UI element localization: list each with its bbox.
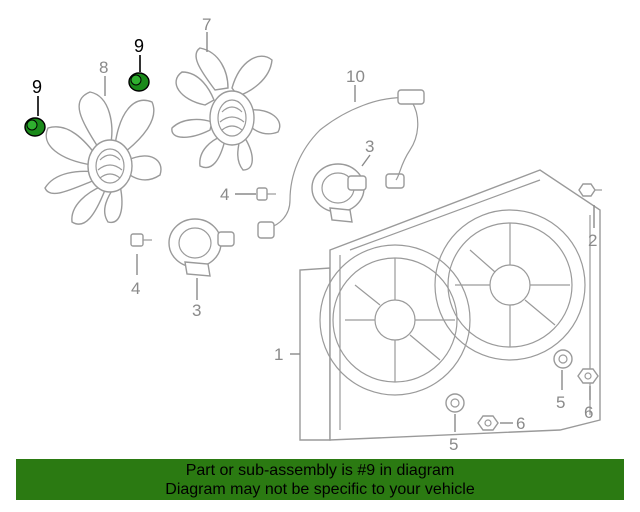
- banner-line-part: Part or sub-assembly is #9 in diagram: [185, 462, 455, 479]
- callout-2: 2: [588, 231, 597, 250]
- callout-3-lower: 3: [192, 301, 201, 320]
- fan-blade-7[interactable]: [171, 47, 281, 171]
- callout-4-upper: 4: [220, 185, 229, 204]
- callout-4-lower: 4: [131, 279, 140, 298]
- callout-9-top: 9: [134, 36, 144, 56]
- part-9-face-top: [130, 74, 142, 86]
- highlighted-part-9-left[interactable]: [24, 117, 46, 137]
- fan-motor-3-upper[interactable]: [311, 163, 405, 223]
- highlighted-part-9-top[interactable]: [128, 72, 150, 92]
- callout-1: 1: [274, 345, 283, 364]
- bolt-4-lower[interactable]: [130, 233, 152, 247]
- callout-5-right: 5: [556, 393, 565, 412]
- callout-7: 7: [202, 15, 211, 34]
- wiring-harness-10[interactable]: [257, 89, 425, 239]
- grommet-5-bottom[interactable]: [445, 393, 465, 413]
- bolt-2[interactable]: [578, 183, 602, 197]
- nut-6-bottom[interactable]: [477, 415, 499, 431]
- callout-6-right: 6: [584, 403, 593, 422]
- callout-10: 10: [346, 67, 365, 86]
- callout-9-left: 9: [32, 77, 42, 97]
- bolt-4-upper[interactable]: [256, 187, 276, 201]
- callout-8: 8: [99, 58, 108, 77]
- callout-3-upper: 3: [365, 137, 374, 156]
- callout-5-bottom: 5: [449, 435, 458, 454]
- fan-blade-8[interactable]: [44, 91, 162, 225]
- part-9-face-left: [26, 119, 38, 131]
- grommet-5-right[interactable]: [553, 349, 573, 369]
- part-info-banner: Part or sub-assembly is #9 in diagram Di…: [16, 459, 624, 500]
- nut-6-right[interactable]: [577, 368, 599, 384]
- banner-line-disclaimer: Diagram may not be specific to your vehi…: [165, 481, 475, 498]
- callout-6-bottom: 6: [516, 414, 525, 433]
- fan-motor-3-lower[interactable]: [168, 218, 235, 277]
